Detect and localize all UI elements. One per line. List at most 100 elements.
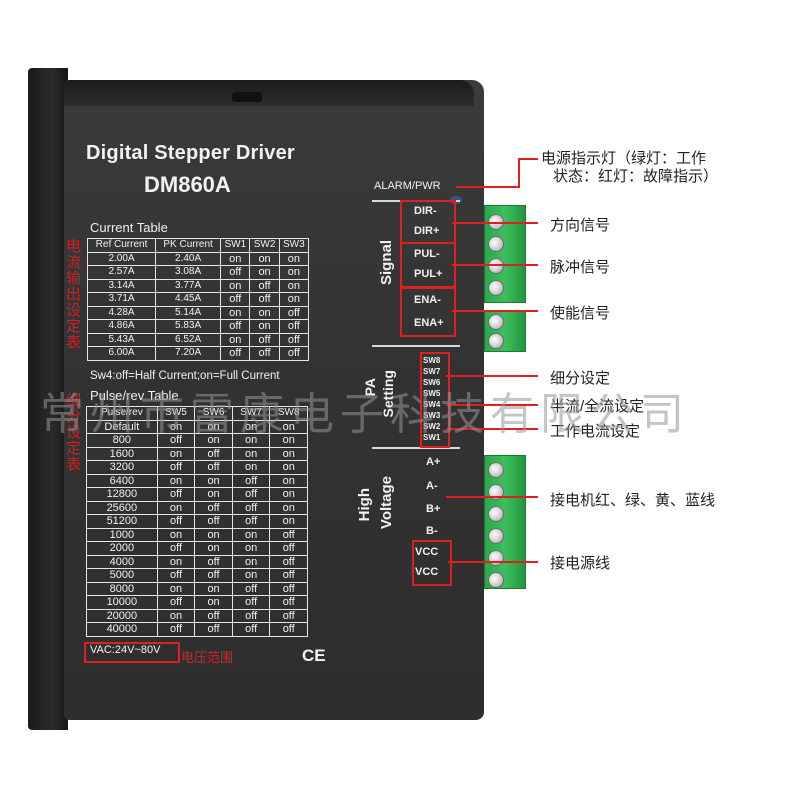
dip-sw5: SW5 xyxy=(423,389,441,398)
current-table-title: Current Table xyxy=(90,220,168,235)
screw-icon xyxy=(488,314,504,330)
table-header-cell: SW1 xyxy=(220,238,251,253)
table-cell: off xyxy=(156,514,196,529)
table-cell: off xyxy=(231,500,271,515)
table-cell: off xyxy=(220,319,251,334)
pulse-table-annotation: 细分设定表 xyxy=(64,392,81,472)
leader-line xyxy=(446,375,538,377)
table-cell: on xyxy=(269,500,308,515)
terminal-vcc-1: VCC xyxy=(415,546,439,558)
table-cell: off xyxy=(269,568,308,583)
table-cell: on xyxy=(194,433,233,448)
pulse-signal-annotation: 脉冲信号 xyxy=(550,259,611,276)
device-top-bevel xyxy=(64,80,474,106)
leader-line xyxy=(456,186,520,188)
table-cell: on xyxy=(278,251,310,266)
table-cell: 5.43A xyxy=(86,332,157,347)
table-cell: 4.45A xyxy=(155,292,222,307)
device-left-edge xyxy=(28,68,68,730)
table-header-cell: SW3 xyxy=(278,238,310,253)
table-header-cell: SW5 xyxy=(156,406,196,421)
enable-signal-annotation: 使能信号 xyxy=(550,305,611,322)
dip-sw3: SW3 xyxy=(423,411,441,420)
table-cell: off xyxy=(220,346,251,361)
table-cell: 4000 xyxy=(86,554,158,569)
power-indicator-annotation-2: 状态：红灯：故障指示） xyxy=(553,168,719,185)
table-header-cell: PK Current xyxy=(155,238,222,253)
signal-label: Signal xyxy=(378,240,395,286)
screw-icon xyxy=(488,572,504,588)
leader-line xyxy=(518,158,538,160)
table-cell: on xyxy=(194,527,233,542)
table-cell: 1600 xyxy=(86,446,158,461)
table-cell: on xyxy=(249,319,280,334)
leader-line xyxy=(452,222,538,224)
table-cell: on xyxy=(194,473,233,488)
pulse-table-title: Pulse/rev Table xyxy=(90,388,179,403)
table-header-cell: SW8 xyxy=(269,406,308,421)
high-label: High xyxy=(356,488,373,522)
table-cell: 2.40A xyxy=(155,251,222,266)
table-cell: off xyxy=(278,319,310,334)
table-cell: off xyxy=(231,595,271,610)
table-cell: off xyxy=(156,433,196,448)
table-cell: on xyxy=(249,251,280,266)
working-current-annotation: 工作电流设定 xyxy=(550,423,641,440)
power-indicator-annotation-1: 电源指示灯（绿灯：工作 xyxy=(541,150,707,167)
table-cell: on xyxy=(156,419,196,434)
table-cell: on xyxy=(156,554,196,569)
leader-line xyxy=(448,561,538,563)
half-full-current-annotation: 半流/全流设定 xyxy=(550,398,645,415)
terminal-b-minus: B- xyxy=(426,525,438,537)
table-cell: 2000 xyxy=(86,541,158,556)
table-cell: off xyxy=(194,446,233,461)
table-cell: on xyxy=(269,446,308,461)
table-cell: off xyxy=(231,487,271,502)
table-cell: on xyxy=(231,554,271,569)
table-cell: on xyxy=(269,419,308,434)
terminal-dir-minus: DIR- xyxy=(414,205,437,217)
leader-line xyxy=(446,404,538,406)
dip-sw6: SW6 xyxy=(423,378,441,387)
screw-icon xyxy=(488,462,504,478)
terminal-pul-plus: PUL+ xyxy=(414,268,443,280)
leader-line xyxy=(446,428,538,430)
table-cell: 20000 xyxy=(86,608,158,623)
table-cell: on xyxy=(156,446,196,461)
table-cell: off xyxy=(156,460,196,475)
table-cell: on xyxy=(220,251,251,266)
table-cell: on xyxy=(194,487,233,502)
table-cell: on xyxy=(156,527,196,542)
table-cell: off xyxy=(231,473,271,488)
table-cell: on xyxy=(278,265,310,280)
direction-signal-annotation: 方向信号 xyxy=(550,217,611,234)
table-cell: off xyxy=(269,595,308,610)
vac-label: VAC:24V~80V xyxy=(90,644,161,656)
terminal-b-plus: B+ xyxy=(426,503,441,515)
leader-line xyxy=(452,264,538,266)
table-cell: off xyxy=(278,305,310,320)
table-cell: on xyxy=(194,419,233,434)
screw-icon xyxy=(488,528,504,544)
table-cell: on xyxy=(269,433,308,448)
table-cell: off xyxy=(231,622,271,637)
motor-wires-annotation: 接电机红、绿、黄、蓝线 xyxy=(550,492,716,509)
dip-sw2: SW2 xyxy=(423,422,441,431)
table-cell: off xyxy=(194,514,233,529)
table-cell: on xyxy=(156,608,196,623)
table-cell: 10000 xyxy=(86,595,158,610)
table-cell: off xyxy=(194,622,233,637)
table-cell: on xyxy=(231,541,271,556)
table-cell: off xyxy=(278,346,310,361)
